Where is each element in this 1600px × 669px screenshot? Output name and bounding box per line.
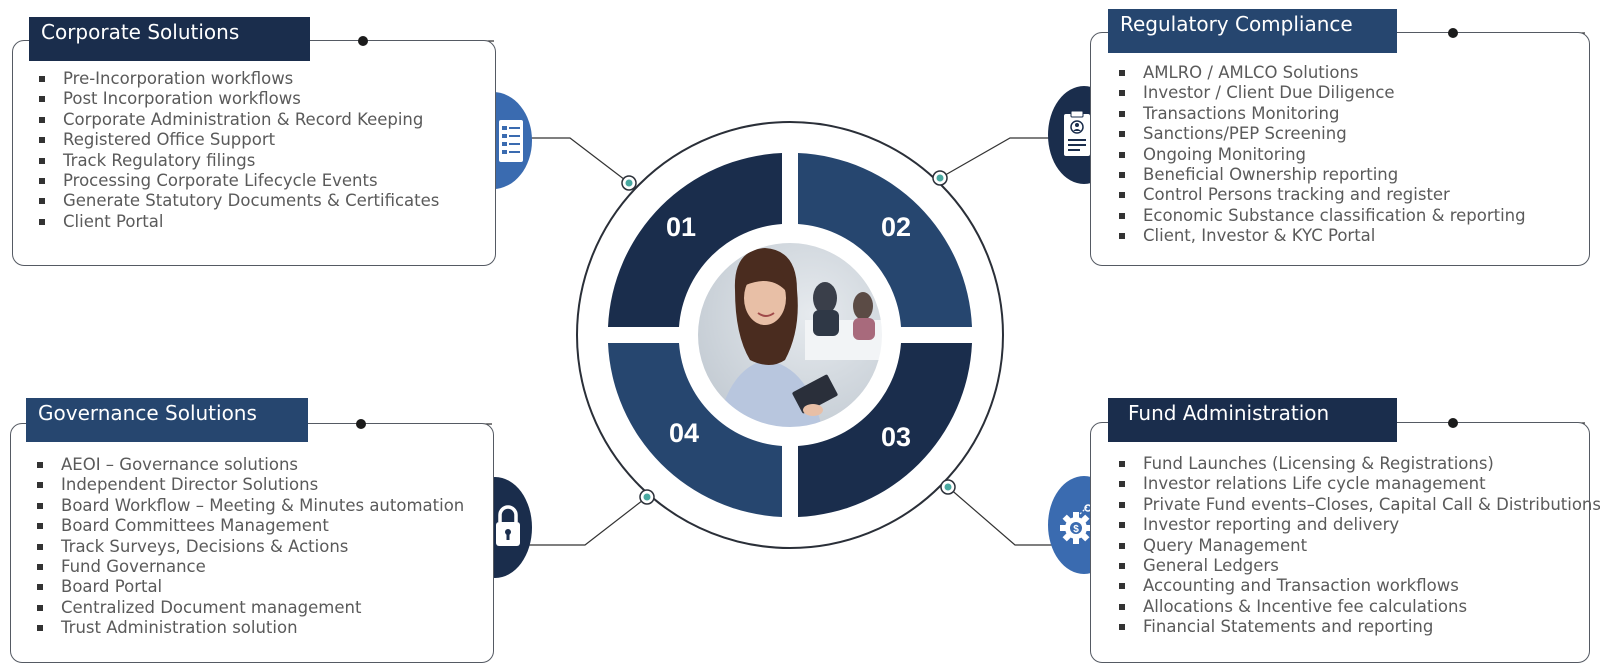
fund-administration-panel: Fund Launches (Licensing & Registrations… bbox=[1090, 422, 1600, 663]
segment-02 bbox=[798, 153, 972, 327]
list-item: Investor relations Life cycle management bbox=[1119, 474, 1600, 494]
document-list-icon bbox=[498, 118, 524, 169]
center-cycle-diagram: 01 02 03 04 bbox=[575, 120, 1005, 550]
list-item: Board Workflow – Meeting & Minutes autom… bbox=[37, 496, 464, 516]
list-item: AMLRO / AMLCO Solutions bbox=[1119, 63, 1526, 83]
cycle-ring bbox=[576, 121, 1004, 549]
segment-01 bbox=[608, 153, 782, 327]
list-item: Generate Statutory Documents & Certifica… bbox=[39, 191, 439, 211]
list-item: Independent Director Solutions bbox=[37, 475, 464, 495]
list-item: Processing Corporate Lifecycle Events bbox=[39, 171, 439, 191]
list-item: Investor reporting and delivery bbox=[1119, 515, 1600, 535]
regulatory-dot bbox=[1448, 28, 1458, 38]
corporate-solutions-list: Pre-Incorporation workflows Post Incorpo… bbox=[39, 69, 439, 232]
list-item: Post Incorporation workflows bbox=[39, 89, 439, 109]
list-item: Client, Investor & KYC Portal bbox=[1119, 226, 1526, 246]
regulatory-compliance-title: Regulatory Compliance bbox=[1108, 9, 1397, 53]
padlock-icon bbox=[494, 504, 522, 553]
governance-dot bbox=[356, 419, 366, 429]
segment-label-02: 02 bbox=[881, 212, 912, 242]
list-item: AEOI – Governance solutions bbox=[37, 455, 464, 475]
regulatory-compliance-list: AMLRO / AMLCO Solutions Investor / Clien… bbox=[1119, 63, 1526, 247]
list-item: Track Surveys, Decisions & Actions bbox=[37, 537, 464, 557]
list-item: Pre-Incorporation workflows bbox=[39, 69, 439, 89]
list-item: Accounting and Transaction workflows bbox=[1119, 576, 1600, 596]
list-item: Ongoing Monitoring bbox=[1119, 145, 1526, 165]
list-item: Private Fund events–Closes, Capital Call… bbox=[1119, 495, 1600, 515]
list-item: Registered Office Support bbox=[39, 130, 439, 150]
list-item: Financial Statements and reporting bbox=[1119, 617, 1600, 637]
list-item: Client Portal bbox=[39, 212, 439, 232]
list-item: Trust Administration solution bbox=[37, 618, 464, 638]
list-item: Centralized Document management bbox=[37, 598, 464, 618]
segment-label-01: 01 bbox=[666, 212, 697, 242]
list-item: Board Portal bbox=[37, 577, 464, 597]
list-item: Track Regulatory filings bbox=[39, 151, 439, 171]
list-item: Query Management bbox=[1119, 536, 1600, 556]
list-item: Investor / Client Due Diligence bbox=[1119, 83, 1526, 103]
governance-solutions-list: AEOI – Governance solutions Independent … bbox=[37, 455, 464, 639]
segment-04 bbox=[608, 343, 782, 517]
list-item: Corporate Administration & Record Keepin… bbox=[39, 110, 439, 130]
list-item: Transactions Monitoring bbox=[1119, 104, 1526, 124]
segment-label-04: 04 bbox=[669, 418, 700, 448]
list-item: Economic Substance classification & repo… bbox=[1119, 206, 1526, 226]
list-item: Control Persons tracking and register bbox=[1119, 185, 1526, 205]
fund-dot bbox=[1448, 418, 1458, 428]
list-item: Fund Governance bbox=[37, 557, 464, 577]
list-item: Allocations & Incentive fee calculations bbox=[1119, 597, 1600, 617]
businesswoman-photo bbox=[697, 242, 883, 428]
list-item: Board Committees Management bbox=[37, 516, 464, 536]
governance-solutions-panel: AEOI – Governance solutions Independent … bbox=[10, 423, 494, 663]
segment-label-03: 03 bbox=[881, 422, 912, 452]
fund-administration-title: Fund Administration bbox=[1108, 398, 1397, 442]
corporate-solutions-title: Corporate Solutions bbox=[29, 17, 310, 61]
gear-dollar-icon: $ bbox=[1058, 500, 1098, 553]
regulatory-compliance-panel: AMLRO / AMLCO Solutions Investor / Clien… bbox=[1090, 32, 1590, 266]
governance-solutions-title: Governance Solutions bbox=[26, 398, 308, 442]
clipboard-id-icon bbox=[1062, 110, 1092, 163]
corporate-solutions-panel: Pre-Incorporation workflows Post Incorpo… bbox=[12, 40, 496, 266]
list-item: Sanctions/PEP Screening bbox=[1119, 124, 1526, 144]
segment-03 bbox=[798, 343, 972, 517]
fund-administration-list: Fund Launches (Licensing & Registrations… bbox=[1119, 454, 1600, 638]
corporate-dot bbox=[358, 36, 368, 46]
svg-text:$: $ bbox=[1073, 524, 1079, 535]
list-item: Beneficial Ownership reporting bbox=[1119, 165, 1526, 185]
list-item: Fund Launches (Licensing & Registrations… bbox=[1119, 454, 1600, 474]
list-item: General Ledgers bbox=[1119, 556, 1600, 576]
